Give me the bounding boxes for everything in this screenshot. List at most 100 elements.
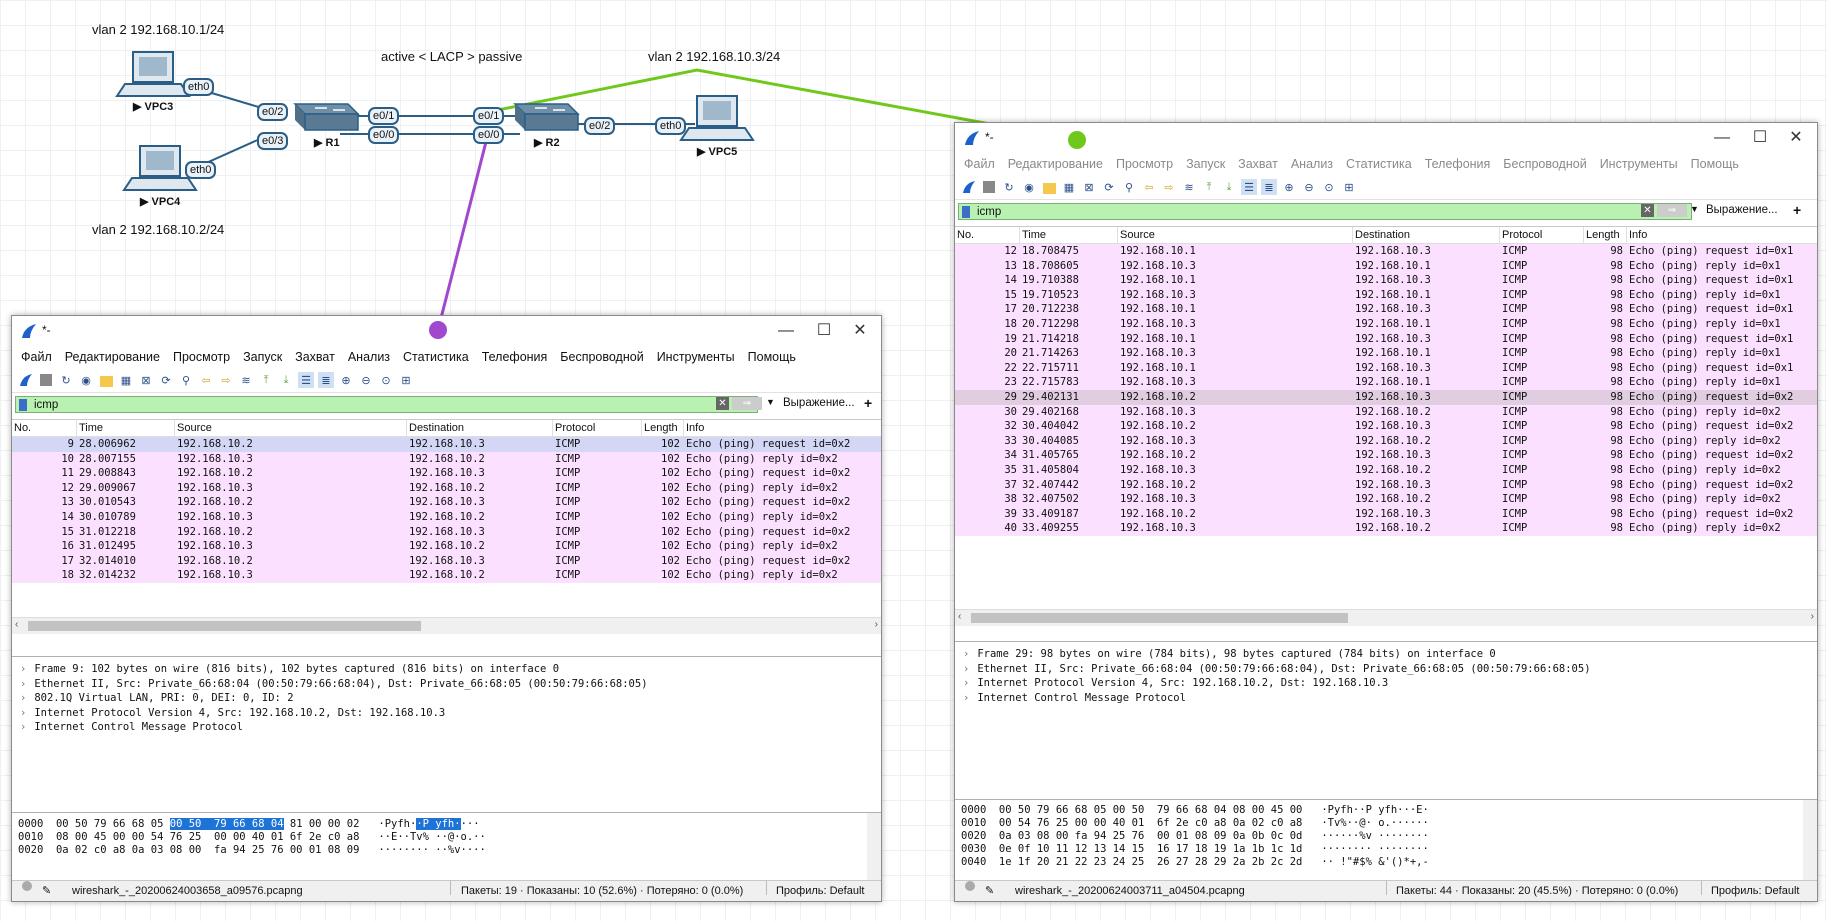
menu-wireless[interactable]: Беспроводной <box>1503 157 1587 171</box>
clear-filter-icon[interactable]: ✕ <box>716 397 729 410</box>
wireshark-window-left[interactable]: *- — ☐ ✕ Файл Редактирование Просмотр За… <box>11 315 882 902</box>
menu-statistics[interactable]: Статистика <box>403 350 469 364</box>
display-filter-input[interactable]: icmp <box>958 203 1692 220</box>
column-source[interactable]: Source <box>1118 227 1353 243</box>
profile-selector[interactable]: Профиль: Default <box>1711 885 1800 897</box>
column-no[interactable]: No. <box>12 420 77 436</box>
bytes-vscrollbar[interactable] <box>1803 800 1817 880</box>
packet-bytes-pane[interactable]: 0000 00 50 79 66 68 05 00 50 79 66 68 04… <box>955 799 1817 880</box>
packet-list[interactable]: No. Time Source Destination Protocol Len… <box>12 419 881 634</box>
bytes-vscrollbar[interactable] <box>867 813 881 881</box>
expand-chevron-icon[interactable]: › <box>963 677 970 690</box>
zoom-out-icon[interactable]: ⊖ <box>361 374 371 387</box>
packet-bytes-pane[interactable]: 0000 00 50 79 66 68 05 00 50 79 66 68 04… <box>12 812 881 881</box>
column-info[interactable]: Info <box>686 422 705 434</box>
menu-view[interactable]: Просмотр <box>172 350 231 364</box>
menu-file[interactable]: Файл <box>964 157 995 171</box>
filter-history-dropdown-icon[interactable]: ▼ <box>766 397 775 407</box>
menu-help[interactable]: Помощь <box>747 350 796 364</box>
go-first-icon[interactable]: ⤒ <box>263 373 269 386</box>
menu-telephony[interactable]: Телефония <box>1424 157 1491 171</box>
column-destination[interactable]: Destination <box>407 420 553 436</box>
menu-go[interactable]: Запуск <box>1186 157 1226 171</box>
detail-tree-item[interactable]: ›Internet Protocol Version 4, Src: 192.1… <box>12 706 881 721</box>
scroll-right-icon[interactable]: › <box>1810 611 1814 622</box>
save-file-icon[interactable]: ▦ <box>1063 181 1075 194</box>
packet-list-hscrollbar[interactable]: ‹ › <box>955 609 1817 626</box>
go-last-icon[interactable]: ⤓ <box>1226 180 1232 193</box>
expert-info-icon[interactable] <box>22 881 32 891</box>
go-back-icon[interactable]: ⇦ <box>201 374 211 387</box>
detail-tree-item[interactable]: ›Ethernet II, Src: Private_66:68:04 (00:… <box>12 677 881 692</box>
scroll-thumb[interactable] <box>971 613 1348 623</box>
vpc4-label[interactable]: ▶ VPC4 <box>140 196 181 208</box>
go-to-packet-icon[interactable]: ≋ <box>1184 181 1194 194</box>
menu-tools[interactable]: Инструменты <box>656 350 735 364</box>
detail-tree-item[interactable]: ›Ethernet II, Src: Private_66:68:04 (00:… <box>955 662 1817 677</box>
detail-tree-item[interactable]: ›Frame 9: 102 bytes on wire (816 bits), … <box>12 662 881 677</box>
menu-go[interactable]: Запуск <box>243 350 283 364</box>
expand-chevron-icon[interactable]: › <box>20 692 27 705</box>
packet-list[interactable]: No. Time Source Destination Protocol Len… <box>955 226 1817 627</box>
reload-file-icon[interactable]: ⟳ <box>161 374 171 387</box>
open-file-icon[interactable] <box>98 372 114 388</box>
expert-info-icon[interactable] <box>965 881 975 891</box>
expand-chevron-icon[interactable]: › <box>963 662 970 675</box>
menu-wireless[interactable]: Беспроводной <box>560 350 644 364</box>
comment-icon[interactable]: ✎ <box>985 885 995 897</box>
go-forward-icon[interactable]: ⇨ <box>221 374 231 387</box>
find-packet-icon[interactable]: ⚲ <box>181 374 191 387</box>
bookmark-icon[interactable] <box>19 399 27 411</box>
minimize-button[interactable]: — <box>778 322 794 339</box>
maximize-button[interactable]: ☐ <box>816 322 832 339</box>
column-time[interactable]: Time <box>77 420 175 436</box>
menu-help[interactable]: Помощь <box>1690 157 1739 171</box>
scroll-left-icon[interactable]: ‹ <box>958 611 962 622</box>
menu-analyze[interactable]: Анализ <box>347 350 391 364</box>
filter-expression-button[interactable]: Выражение... <box>783 397 855 409</box>
menu-capture[interactable]: Захват <box>295 350 335 364</box>
autoscroll-icon[interactable]: ☰ <box>298 372 314 388</box>
zoom-reset-icon[interactable]: ⊙ <box>381 374 391 387</box>
column-length[interactable]: Length <box>642 420 684 436</box>
detail-tree-item[interactable]: ›Internet Control Message Protocol <box>955 691 1817 706</box>
stop-capture-icon[interactable] <box>981 179 997 195</box>
vpc5-label[interactable]: ▶ VPC5 <box>697 146 738 158</box>
expand-chevron-icon[interactable]: › <box>963 648 970 660</box>
capture-marker-right[interactable] <box>1068 131 1086 149</box>
start-capture-icon[interactable] <box>961 179 977 195</box>
zoom-reset-icon[interactable]: ⊙ <box>1324 181 1334 194</box>
capture-options-icon[interactable]: ◉ <box>1024 181 1034 194</box>
maximize-button[interactable]: ☐ <box>1752 129 1768 146</box>
apply-filter-icon[interactable]: ⇒ <box>732 397 762 410</box>
zoom-in-icon[interactable]: ⊕ <box>1284 181 1294 194</box>
go-to-packet-icon[interactable]: ≋ <box>241 374 251 387</box>
expand-chevron-icon[interactable]: › <box>20 677 27 690</box>
comment-icon[interactable]: ✎ <box>42 885 52 897</box>
bookmark-icon[interactable] <box>962 206 970 218</box>
menu-analyze[interactable]: Анализ <box>1290 157 1334 171</box>
zoom-out-icon[interactable]: ⊖ <box>1304 181 1314 194</box>
zoom-in-icon[interactable]: ⊕ <box>341 374 351 387</box>
menu-view[interactable]: Просмотр <box>1115 157 1174 171</box>
restart-capture-icon[interactable]: ↻ <box>1004 181 1014 194</box>
go-back-icon[interactable]: ⇦ <box>1144 181 1154 194</box>
capture-marker-left[interactable] <box>429 321 447 339</box>
menu-edit[interactable]: Редактирование <box>64 350 160 364</box>
packet-list-hscrollbar[interactable]: ‹ › <box>12 617 881 634</box>
close-button[interactable]: ✕ <box>853 322 867 339</box>
column-length[interactable]: Length <box>1584 227 1627 243</box>
